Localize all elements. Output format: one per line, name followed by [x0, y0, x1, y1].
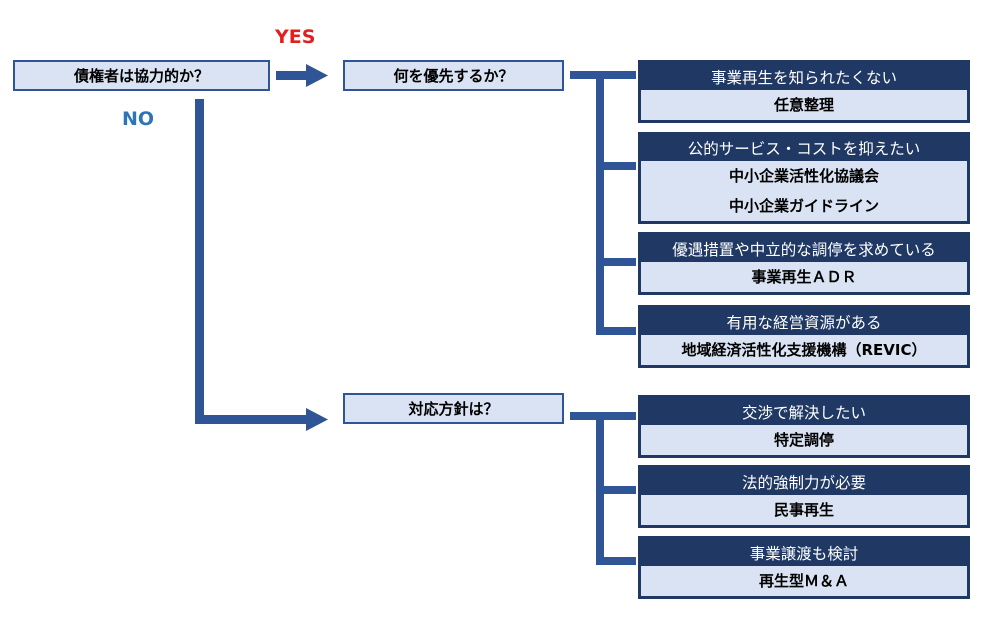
option-card: 事業譲渡も検討 再生型Ｍ＆Ａ	[638, 536, 970, 599]
yes-branch-question-box: 何を優先するか？	[343, 60, 564, 91]
option-results: 再生型Ｍ＆Ａ	[641, 566, 967, 596]
option-condition: 公的サービス・コストを抑えたい	[641, 135, 967, 161]
option-condition: 優遇措置や中立的な調停を求めている	[641, 235, 967, 262]
option-card: 事業再生を知られたくない 任意整理	[638, 60, 970, 123]
option-card: 有用な経営資源がある 地域経済活性化支援機構（REVIC）	[638, 305, 970, 368]
option-result: 再生型Ｍ＆Ａ	[758, 572, 849, 590]
yes-label: YES	[275, 26, 316, 48]
option-results: 地域経済活性化支援機構（REVIC）	[641, 335, 967, 365]
option-condition: 交渉で解決したい	[641, 398, 967, 425]
option-results: 民事再生	[641, 495, 967, 525]
option-condition: 事業再生を知られたくない	[641, 63, 967, 90]
option-card: 法的強制力が必要 民事再生	[638, 465, 970, 528]
option-results: 特定調停	[641, 425, 967, 455]
option-result: 中小企業ガイドライン	[728, 197, 879, 215]
option-result: 特定調停	[773, 431, 834, 449]
no-branch-question-box: 対応方針は？	[343, 393, 564, 424]
option-condition: 有用な経営資源がある	[641, 308, 967, 335]
option-condition: 事業譲渡も検討	[641, 539, 967, 566]
no-label: NO	[122, 108, 155, 130]
start-question-box: 債権者は協力的か？	[13, 60, 270, 91]
option-card: 優遇措置や中立的な調停を求めている 事業再生ＡＤＲ	[638, 232, 970, 295]
option-results: 任意整理	[641, 90, 967, 120]
option-card: 公的サービス・コストを抑えたい 中小企業活性化協議会 中小企業ガイドライン	[638, 132, 970, 224]
option-result: 地域経済活性化支援機構（REVIC）	[681, 341, 927, 359]
option-result: 任意整理	[773, 96, 834, 114]
option-results: 事業再生ＡＤＲ	[641, 262, 967, 292]
option-result: 中小企業活性化協議会	[728, 167, 879, 185]
option-condition: 法的強制力が必要	[641, 468, 967, 495]
option-result: 事業再生ＡＤＲ	[751, 268, 857, 286]
option-card: 交渉で解決したい 特定調停	[638, 395, 970, 458]
option-results: 中小企業活性化協議会 中小企業ガイドライン	[641, 161, 967, 221]
option-result: 民事再生	[773, 501, 834, 519]
